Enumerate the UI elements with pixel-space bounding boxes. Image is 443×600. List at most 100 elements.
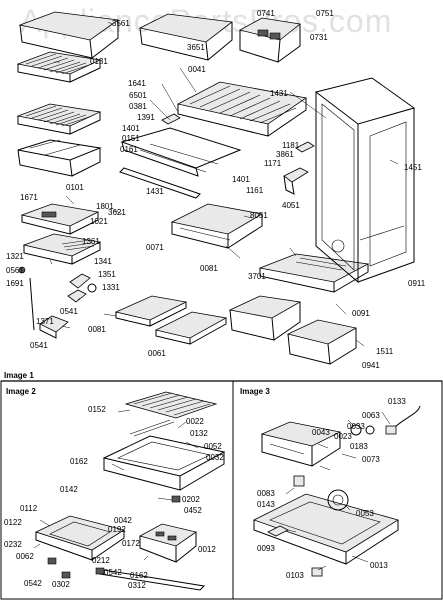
callout-3651: 3651 — [187, 43, 205, 52]
callout-3861: 3861 — [276, 150, 294, 159]
callout-0043: 0043 — [312, 428, 330, 437]
callout-1351: 1351 — [98, 270, 116, 279]
callout-0561: 0561 — [6, 266, 24, 275]
callout-1361: 1361 — [82, 237, 100, 246]
glass-0081 — [114, 295, 188, 327]
bin-0941 — [286, 319, 358, 365]
section-image1: Image 1 — [4, 371, 34, 380]
callout-0053: 0053 — [356, 509, 374, 518]
callout-1451: 1451 — [404, 163, 422, 172]
part-0103 — [311, 567, 323, 577]
callout-0073: 0073 — [362, 455, 380, 464]
callout-1431: 1431 — [270, 89, 288, 98]
callout-3701: 3701 — [248, 272, 266, 281]
callout-0542: 0542 — [104, 568, 122, 577]
callout-0081: 0081 — [200, 264, 218, 273]
callout-0112: 0112 — [20, 504, 38, 513]
callout-0541: 0541 — [60, 307, 78, 316]
callout-1171: 1171 — [264, 159, 282, 168]
callout-0183: 0183 — [350, 442, 368, 451]
callout-1391: 1391 — [137, 113, 155, 122]
callout-8051: 8051 — [250, 211, 268, 220]
callout-0452: 0452 — [184, 506, 202, 515]
callout-0143: 0143 — [257, 500, 275, 509]
callout-0032: 0032 — [206, 453, 224, 462]
callout-1691: 1691 — [6, 279, 24, 288]
part-0083 — [293, 475, 305, 487]
callout-1401-b: 1401 — [232, 175, 250, 184]
tray-0122 — [34, 515, 126, 561]
small-parts-image2 — [47, 495, 181, 579]
callout-0093: 0093 — [257, 544, 275, 553]
callout-3621: 3621 — [108, 208, 126, 217]
callout-0202: 0202 — [182, 495, 200, 504]
bracket-1371 — [39, 315, 69, 339]
callout-1801: 1801 — [96, 202, 114, 211]
callout-0033: 0033 — [347, 422, 365, 431]
callout-0062: 0062 — [16, 552, 34, 561]
callout-1181: 1181 — [282, 141, 300, 150]
callout-1331: 1331 — [102, 283, 120, 292]
callout-0052: 0052 — [204, 442, 222, 451]
callout-1341: 1341 — [94, 257, 112, 266]
callout-1431-b: 1431 — [146, 187, 164, 196]
callout-0911: 0911 — [408, 279, 426, 288]
rail-3621 — [119, 167, 201, 199]
callout-0023: 0023 — [334, 432, 352, 441]
callout-0381: 0381 — [129, 102, 147, 111]
callout-0133: 0133 — [388, 397, 406, 406]
callout-1641: 1641 — [128, 79, 146, 88]
control-0741 — [238, 17, 301, 63]
callout-0063: 0063 — [362, 411, 380, 420]
glass-0061 — [154, 311, 228, 345]
bracket-1181 — [295, 141, 315, 153]
motor-0053 — [327, 489, 349, 511]
callout-4051: 4051 — [282, 201, 300, 210]
callout-1671: 1671 — [20, 193, 38, 202]
callout-0152: 0152 — [88, 405, 106, 414]
frame-0162 — [102, 419, 226, 491]
callout-0122: 0122 — [4, 518, 22, 527]
gear-0033 — [350, 424, 375, 436]
cord-0133 — [385, 405, 421, 435]
section-image3: Image 3 — [240, 387, 270, 396]
callout-0212: 0212 — [92, 556, 110, 565]
bin-0091 — [228, 295, 302, 341]
callout-0192: 0192 — [108, 525, 126, 534]
callout-0071: 0071 — [146, 243, 164, 252]
callout-1371: 1371 — [36, 317, 54, 326]
callout-0232: 0232 — [4, 540, 22, 549]
callout-0751: 0751 — [316, 9, 334, 18]
callout-0312: 0312 — [128, 581, 146, 590]
callout-3561: 3561 — [112, 19, 130, 28]
callout-0042: 0042 — [114, 516, 132, 525]
callout-1401: 1401 — [122, 124, 140, 133]
callout-0731: 0731 — [310, 33, 328, 42]
shelf-3701 — [258, 253, 370, 293]
section-image2: Image 2 — [6, 387, 36, 396]
callout-0741: 0741 — [257, 9, 275, 18]
callout-0151: 0151 — [122, 134, 140, 143]
callout-0101: 0101 — [66, 183, 84, 192]
callout-0172: 0172 — [122, 539, 140, 548]
pan-0071 — [170, 203, 264, 249]
callout-0162: 0162 — [70, 457, 88, 466]
control-0042 — [138, 523, 197, 563]
callout-0541-b: 0541 — [30, 341, 48, 350]
callout-0162-b: 0162 — [130, 571, 148, 580]
callout-0302: 0302 — [52, 580, 70, 589]
callout-0083: 0083 — [257, 489, 275, 498]
crisper-cover-1021 — [20, 203, 100, 235]
callout-0131: 0131 — [90, 57, 108, 66]
shelf-0131 — [16, 51, 102, 83]
callout-1511: 1511 — [376, 347, 394, 356]
callout-0061: 0061 — [148, 349, 166, 358]
hinge-1341 — [67, 273, 97, 303]
callout-0103: 0103 — [286, 571, 304, 580]
bracket-0043 — [260, 421, 342, 467]
cover-1361 — [22, 233, 102, 265]
rod-1691 — [18, 266, 35, 331]
callout-0132: 0132 — [190, 429, 208, 438]
